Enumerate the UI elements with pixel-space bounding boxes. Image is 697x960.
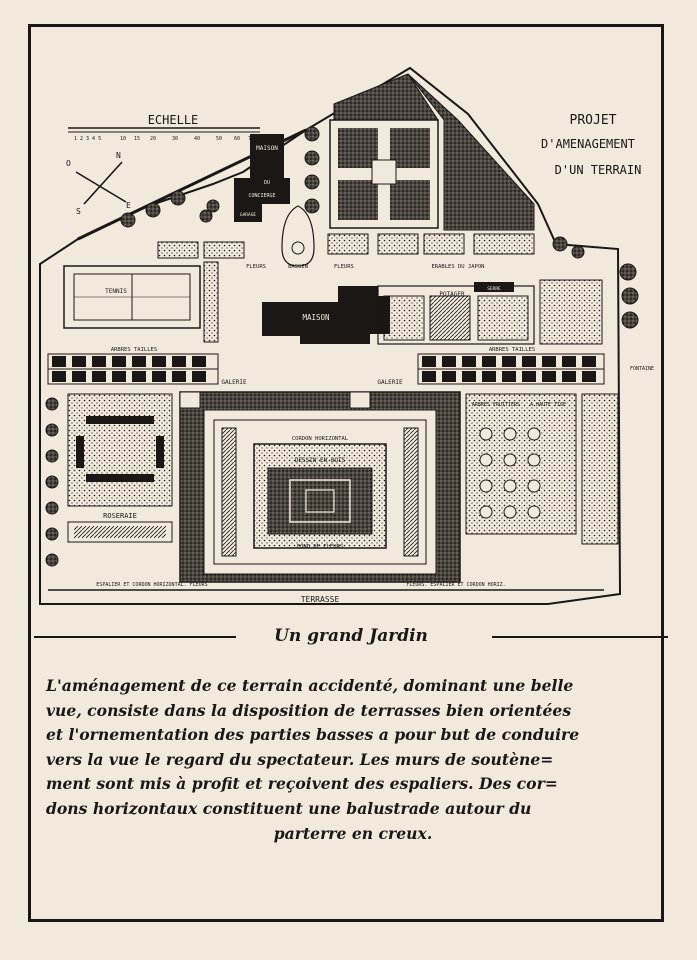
compass-n: N [116, 151, 121, 160]
description-line-5: ment sont mis à profit et reçoivent des … [46, 774, 558, 794]
label-maison: MAISON [302, 313, 329, 322]
label-maison-concierge: MAISON [256, 145, 278, 152]
scale-tick-2: 10 [120, 136, 126, 142]
flower-beds-top [157, 233, 535, 259]
label-haute-tige: A HAUTE TIGE [530, 402, 566, 408]
label-potager: POTAGER [439, 291, 465, 298]
concierge-house [234, 134, 290, 222]
path-west [203, 261, 219, 343]
scale-tick-4: 20 [150, 136, 156, 142]
compass-e: E [126, 201, 131, 210]
description-line-1: L'aménagement de ce terrain accidenté, d… [46, 676, 574, 695]
upper-woods [333, 73, 535, 231]
scale-tick-7: 50 [216, 136, 222, 142]
plan-title-line-2: D'AMENAGEMENT [541, 137, 635, 151]
potager [377, 282, 535, 345]
label-galerie-right: GALERIE [377, 379, 403, 386]
main-house [262, 286, 390, 344]
label-arbres-tailles-left: ARBRES TAILLES [111, 347, 157, 353]
east-lawn [539, 279, 603, 345]
description-line-6: dons horizontaux constituent une balustr… [46, 798, 532, 818]
tennis-court [63, 265, 201, 329]
description: L'aménagement de ce terrain accidenté, d… [46, 674, 660, 846]
page-frame [28, 24, 664, 922]
compass-o: O [66, 159, 71, 168]
orchard [465, 393, 619, 545]
label-fond: FOND DE FLEURS [297, 544, 343, 550]
label-arbres-fruitiers: ARBRES FRUITIERS [472, 402, 520, 408]
compass-s: S [76, 207, 81, 216]
pruned-trees-right [417, 353, 605, 385]
caption-title: Un grand Jardin [274, 626, 428, 646]
label-concierge: CONCIERGE [248, 193, 275, 199]
scale-label: ECHELLE [148, 113, 199, 127]
label-serre: SERRE [487, 286, 501, 292]
scale-tick-3: 15 [134, 136, 140, 142]
plan-title-line-1: PROJET [570, 113, 617, 128]
caption-row: Un grand Jardin [34, 624, 668, 648]
roseraie-garden [67, 393, 173, 543]
west-trees [45, 397, 59, 567]
label-terrasse: TERRASSE [301, 595, 340, 604]
east-trees [552, 236, 639, 329]
label-cordon: CORDON HORIZONTAL [292, 436, 349, 442]
compass-rose [75, 161, 127, 205]
plan-title-line-3: D'UN TERRAIN [555, 163, 642, 177]
description-line-2: vue, consiste dans la disposition de ter… [46, 700, 572, 720]
label-erables: ERABLES DU JAPON [432, 264, 485, 270]
scale-tick-1: 1 2 3 4 5 [74, 136, 101, 142]
sunken-parterre [179, 391, 461, 583]
label-dessin: DESSIN EN BUIS [295, 457, 346, 464]
tree-row-top [304, 126, 320, 214]
description-line-4: vers la vue le regard du spectateur. Les… [46, 749, 554, 769]
caption-rule-left [34, 636, 236, 638]
bassin-oval [281, 205, 315, 267]
label-fleurs-right: FLEURS [334, 264, 354, 270]
label-fleurs-left: FLEURS [246, 264, 266, 270]
garden-plan: PROJET D'AMENAGEMENT D'UN TERRAIN ECHELL… [39, 66, 654, 605]
label-bassin: BASSIN [288, 264, 308, 270]
label-roseraie: ROSERAIE [103, 512, 137, 520]
caption-rule-right [492, 636, 668, 638]
upper-parterre [329, 119, 439, 229]
label-espalier-left: ESPALIER ET CORDON HORIZONTAL. FLEURS [96, 582, 207, 588]
label-fontaine: FONTAINE [630, 366, 654, 372]
description-line-7: parterre en creux. [273, 823, 433, 843]
scale-bar [68, 127, 260, 133]
scale-tick-6: 40 [194, 136, 200, 142]
label-garage: GARAGE [240, 212, 257, 218]
label-tennis: TENNIS [105, 288, 127, 295]
description-line-3: et l'ornementation des parties basses a … [46, 725, 580, 745]
scale-tick-8: 60 [234, 136, 240, 142]
scale-tick-5: 30 [172, 136, 178, 142]
label-galerie-left: GALERIE [221, 379, 247, 386]
label-du: DU [264, 180, 270, 186]
pruned-trees-left [47, 353, 219, 385]
label-espalier-right: FLEURS. ESPALIER ET CORDON HORIZ. [406, 582, 505, 588]
label-arbres-tailles-right: ARBRES TAILLES [489, 347, 535, 353]
